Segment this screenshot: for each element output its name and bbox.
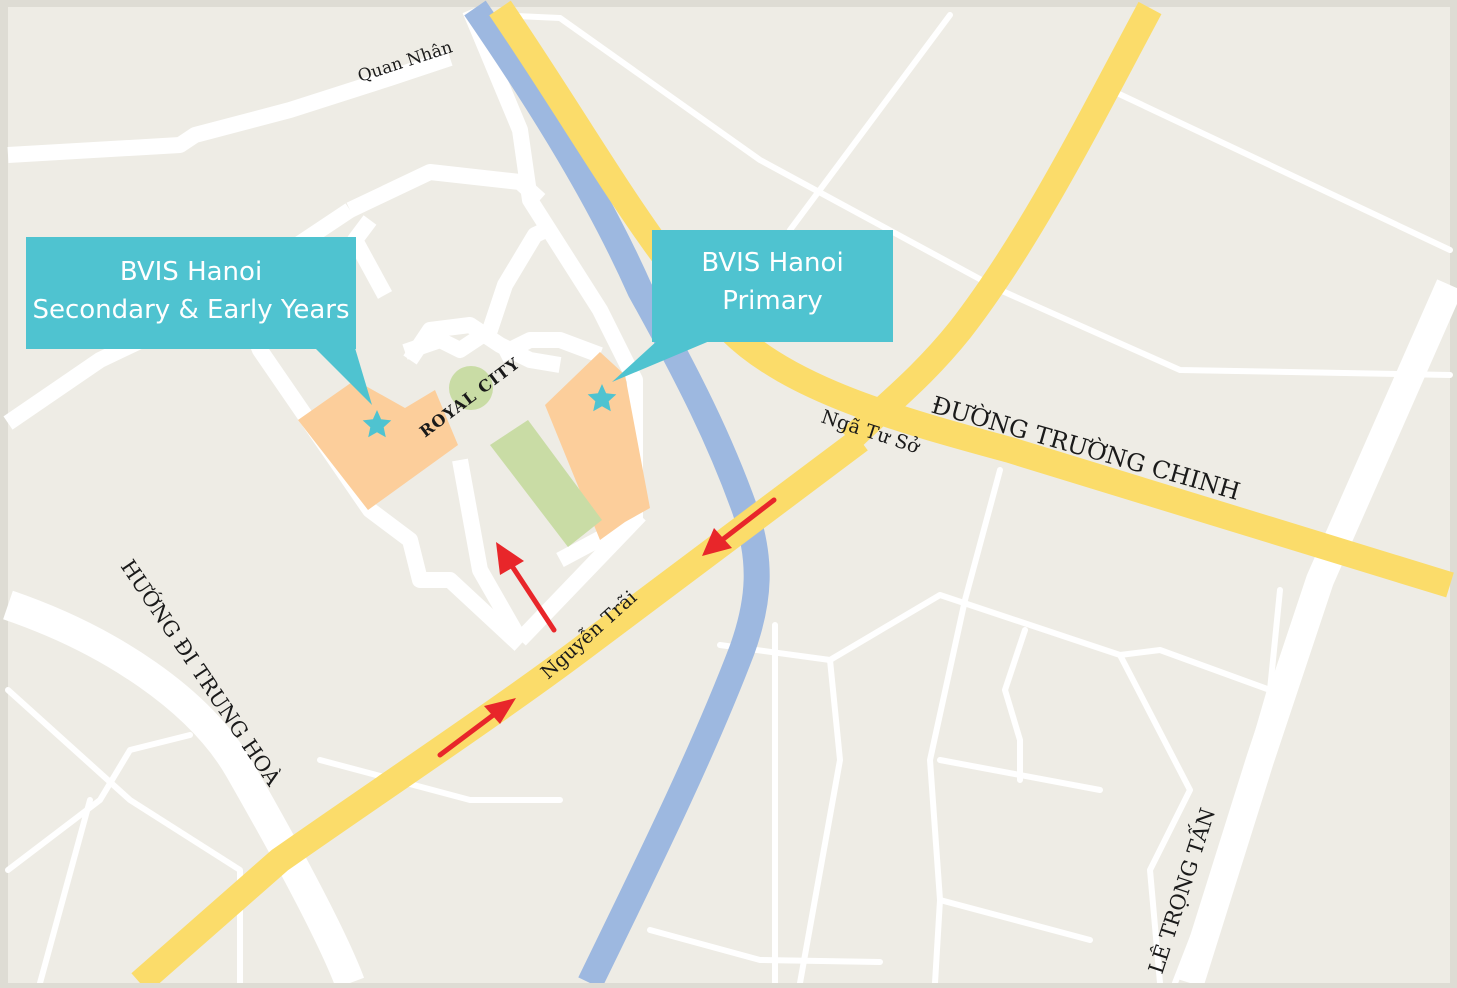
minor-roads-thin (5, 12, 1453, 986)
callout-secondary-line1: BVIS Hanoi (119, 257, 263, 287)
arrow-icon (702, 497, 777, 556)
callout-secondary-line2: Secondary & Early Years (32, 295, 350, 325)
callout-primary-line1: BVIS Hanoi (701, 248, 844, 278)
park-circle (449, 366, 493, 410)
callout-primary-line2: Primary (722, 286, 823, 316)
arrow-icon (437, 698, 516, 758)
road-ring (840, 1, 1162, 450)
campus-secondary-area (298, 380, 458, 510)
park-area (490, 420, 602, 547)
star-icon[interactable] (587, 384, 617, 412)
star-icon[interactable] (362, 410, 392, 438)
callout-secondary-pointer (315, 348, 372, 405)
road-le-trong-tan (1176, 279, 1457, 988)
callout-secondary[interactable]: BVIS Hanoi Secondary & Early Years (26, 237, 356, 349)
river (464, 0, 770, 988)
callout-primary-pointer (612, 340, 712, 382)
road-huong-di-trung-hoa (3, 590, 365, 988)
road-nguyen-trai (131, 429, 868, 988)
callout-primary[interactable]: BVIS Hanoi Primary (652, 230, 893, 342)
arrow-icon (496, 542, 557, 633)
campus-primary-area (545, 352, 650, 540)
